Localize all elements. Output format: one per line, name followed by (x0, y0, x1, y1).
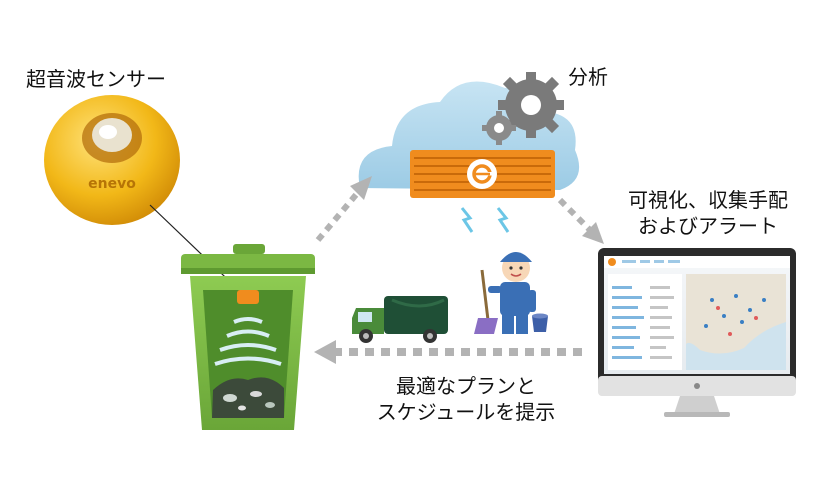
gear-large-icon (498, 72, 564, 138)
plan-label: 最適なプランと スケジュールを提示 (366, 373, 566, 425)
visualization-label-line2: およびアラート (638, 214, 778, 238)
sensor-brand-text: enevo (88, 176, 136, 192)
sensor-label: 超音波センサー (26, 67, 166, 91)
plan-label-line1: 最適なプランと (396, 374, 536, 398)
ultrasonic-sensor-icon: enevo (44, 95, 180, 225)
analysis-label: 分析 (568, 65, 608, 89)
server-icon (410, 150, 555, 198)
gear-small-icon (482, 111, 516, 145)
visualization-label-line1: 可視化、収集手配 (628, 188, 788, 212)
garbage-truck-icon (352, 296, 448, 343)
dashboard-screen (604, 256, 790, 370)
waste-bin-icon (181, 244, 315, 430)
lightning-left-icon (460, 207, 474, 233)
arrow-cloud-to-monitor (557, 197, 604, 244)
sanitation-worker-icon (474, 252, 548, 334)
arrow-bin-to-cloud (315, 176, 372, 242)
arrow-monitor-to-bin (314, 340, 582, 364)
plan-label-line2: スケジュールを提示 (376, 400, 556, 424)
visualization-label: 可視化、収集手配 およびアラート (598, 187, 818, 239)
lightning-right-icon (496, 207, 510, 233)
